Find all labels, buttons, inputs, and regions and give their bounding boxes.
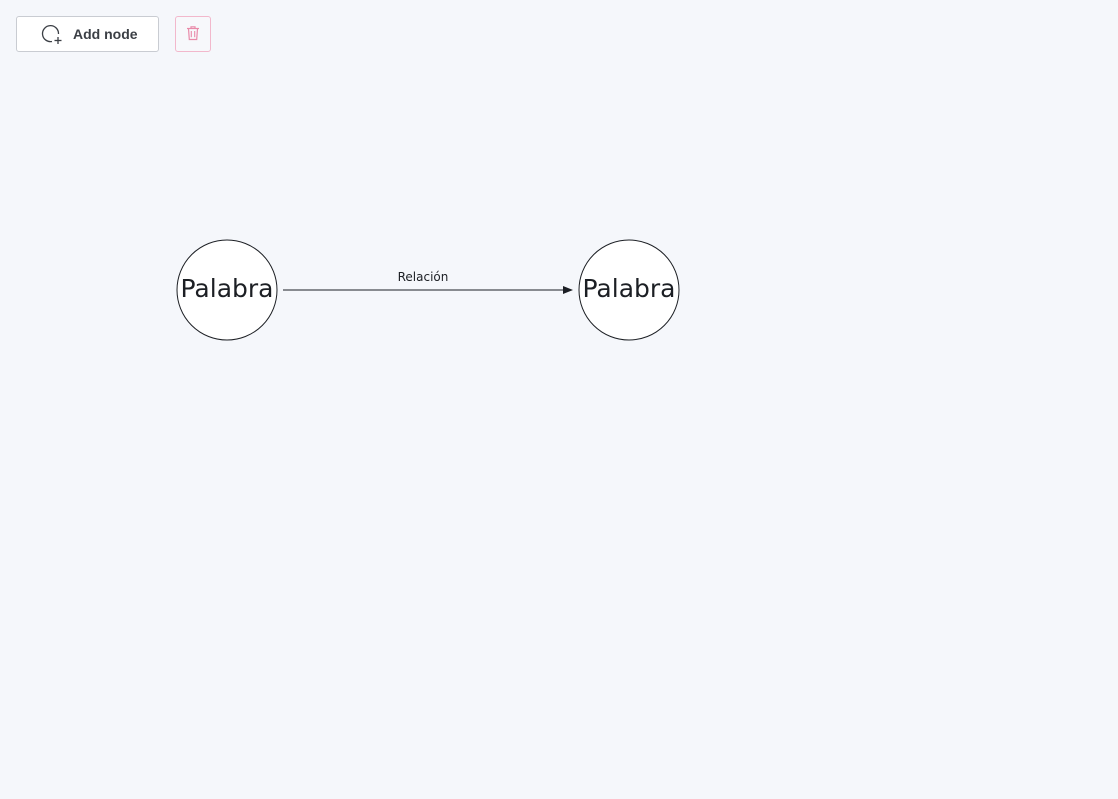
circle-plus-icon <box>41 23 63 45</box>
trash-icon <box>184 24 202 45</box>
add-node-label: Add node <box>73 26 138 42</box>
node-circle[interactable] <box>176 239 278 341</box>
node-circle[interactable] <box>578 239 680 341</box>
delete-button[interactable] <box>175 16 211 52</box>
graph-edge[interactable]: Relación <box>283 270 573 294</box>
node-label: Palabra <box>582 274 675 303</box>
node-label: Palabra <box>180 274 273 303</box>
edge-label: Relación <box>398 270 449 284</box>
graph-node[interactable]: Palabra <box>578 239 680 341</box>
toolbar: Add node <box>16 16 211 52</box>
add-node-button[interactable]: Add node <box>16 16 159 52</box>
graph-node[interactable]: Palabra <box>176 239 278 341</box>
